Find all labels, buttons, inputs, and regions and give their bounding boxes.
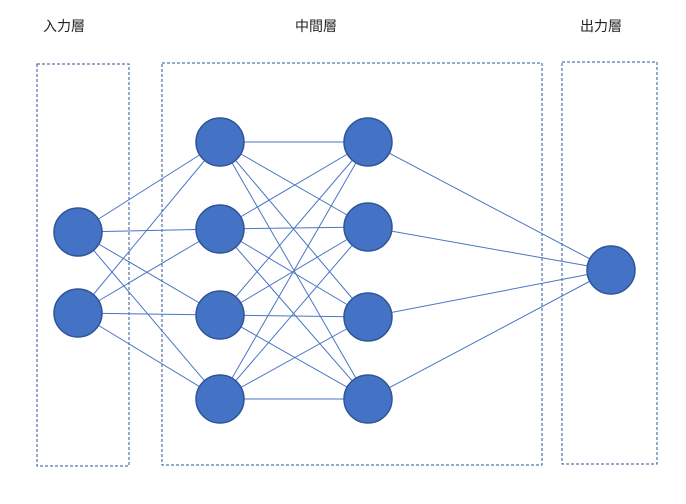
connection-input-1-to-hidden1-3 [77,231,221,316]
hidden1-node-2 [195,204,245,254]
connection-input-2-to-hidden1-1 [77,141,221,314]
output-layer-label: 出力層 [580,19,622,35]
connection-hidden1-4-to-hidden2-1 [219,141,369,400]
connection-hidden2-1-to-output-1 [367,141,612,271]
connection-hidden1-3-to-hidden2-4 [219,314,369,400]
hidden1-node-1 [195,117,245,167]
neurons [53,117,636,424]
connection-input-2-to-hidden1-2 [77,228,221,314]
input-node-2 [53,288,103,338]
hidden1-node-3 [195,290,245,340]
connection-input-1-to-hidden1-4 [77,231,221,400]
input-layer-label: 入力層 [43,19,85,35]
hidden1-node-4 [195,374,245,424]
hidden2-node-2 [343,202,393,252]
connection-hidden1-4-to-hidden2-2 [219,226,369,400]
connections [77,141,612,400]
connection-input-2-to-hidden1-4 [77,312,221,400]
input-node-1 [53,207,103,257]
hidden-layer-box [161,62,543,466]
hidden2-node-1 [343,117,393,167]
connection-hidden2-4-to-output-1 [367,269,612,400]
connection-hidden2-2-to-output-1 [367,226,612,271]
connection-hidden1-1-to-hidden2-3 [219,141,369,318]
hidden-layer-label: 中間層 [295,19,337,35]
connection-hidden2-3-to-output-1 [367,269,612,318]
connection-hidden1-2-to-hidden2-1 [219,141,369,230]
output-node-1 [586,245,636,295]
connection-hidden1-2-to-hidden2-4 [219,228,369,400]
connection-hidden1-1-to-hidden2-2 [219,141,369,228]
hidden2-node-3 [343,292,393,342]
hidden2-node-4 [343,374,393,424]
connection-hidden1-3-to-hidden2-1 [219,141,369,316]
connection-hidden1-4-to-hidden2-3 [219,316,369,400]
output-layer-box [561,61,658,465]
connection-hidden1-2-to-hidden2-3 [219,228,369,318]
input-layer-box [36,63,130,467]
connection-input-1-to-hidden1-1 [77,141,221,233]
